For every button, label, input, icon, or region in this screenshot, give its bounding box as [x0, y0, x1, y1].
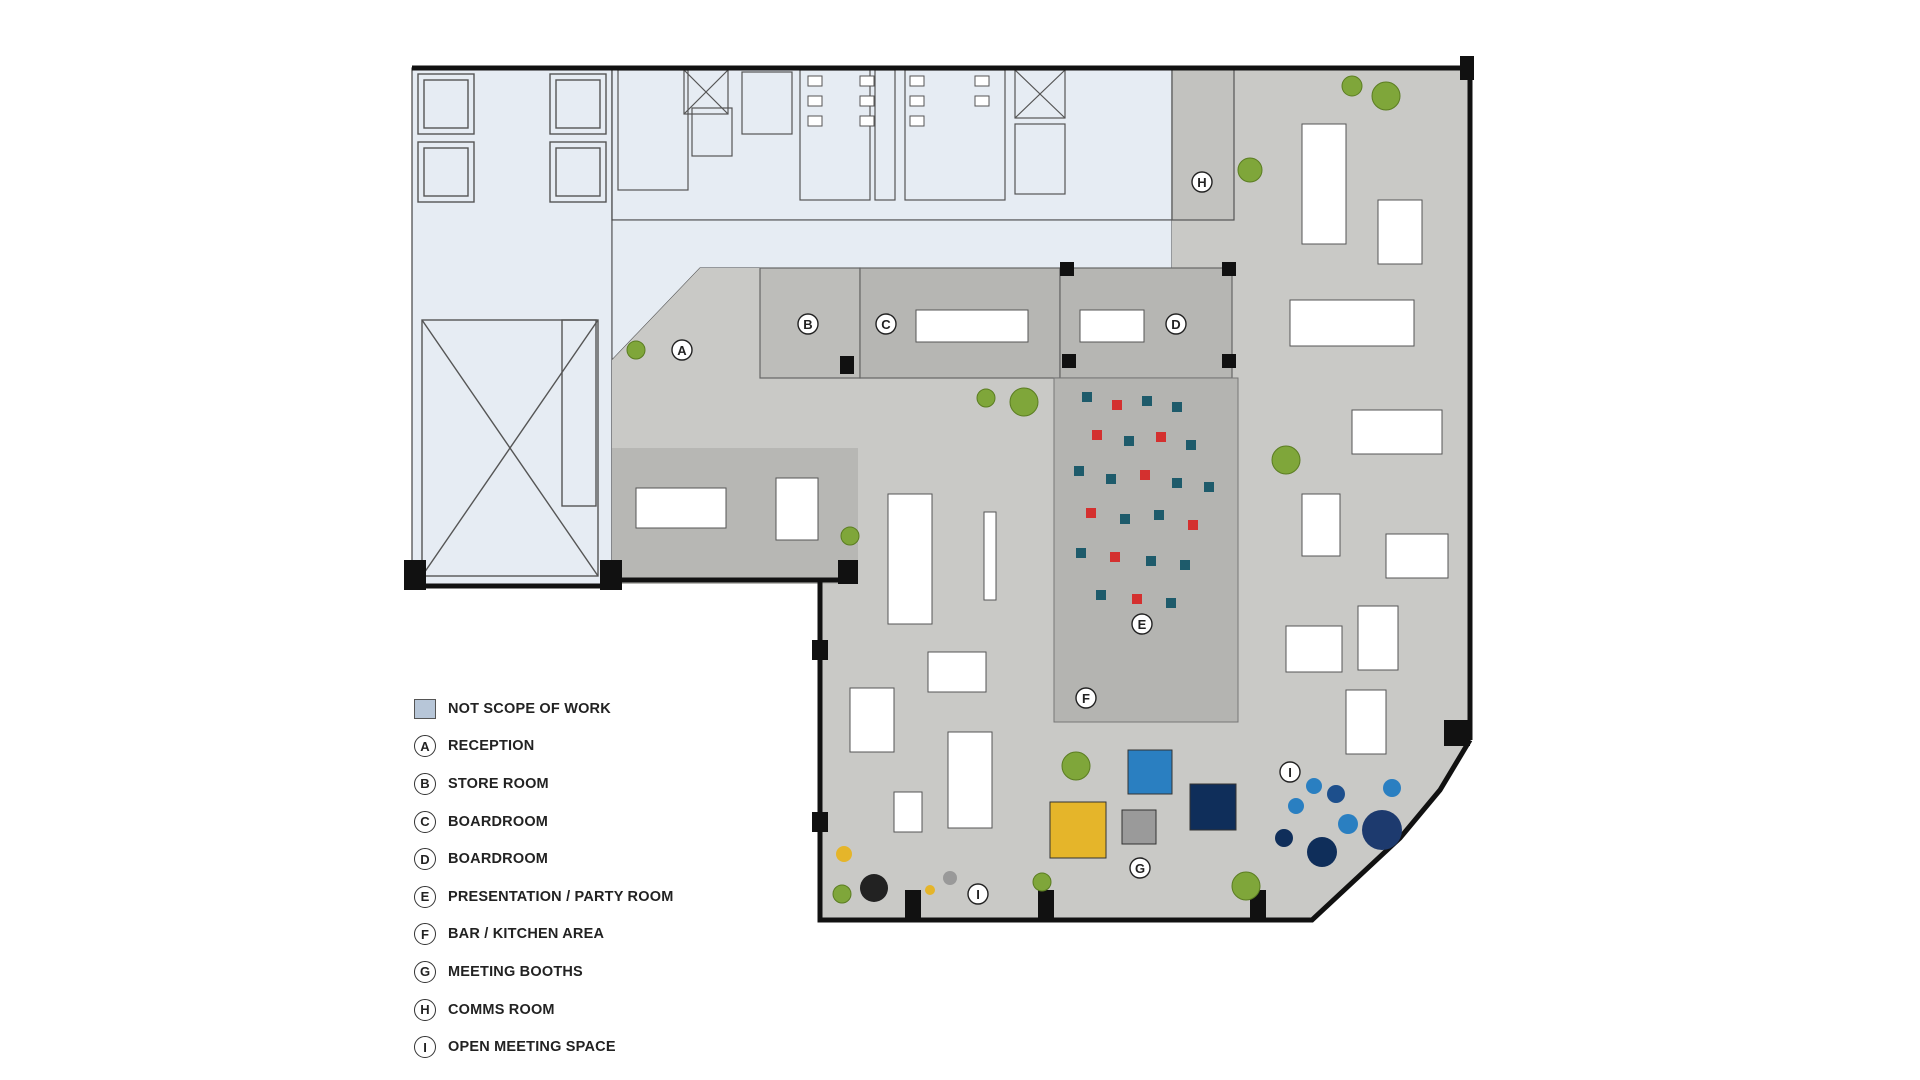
legend-key: A	[414, 735, 436, 758]
legend-key: E	[414, 885, 436, 908]
svg-text:G: G	[1135, 861, 1145, 876]
svg-text:F: F	[1082, 691, 1090, 706]
legend-row-h: H COMMS ROOM	[414, 991, 814, 1029]
legend-label: COMMS ROOM	[448, 1001, 555, 1018]
legend-label: BOARDROOM	[448, 813, 549, 830]
svg-text:H: H	[1197, 175, 1206, 190]
desks	[635, 123, 1449, 833]
legend-label: MEETING BOOTHS	[448, 963, 583, 980]
room-tag-d: D	[1165, 313, 1187, 335]
room-tag-i-1: I	[967, 883, 989, 905]
room-tags: A B C D E F G H I I	[671, 171, 1301, 905]
plants	[626, 75, 1401, 904]
svg-text:A: A	[677, 343, 687, 358]
office-floor	[612, 67, 1470, 920]
legend-row-d: D BOARDROOM	[414, 840, 814, 878]
legend-label: BAR / KITCHEN AREA	[448, 926, 605, 943]
svg-text:I: I	[976, 887, 980, 902]
legend-label: OPEN MEETING SPACE	[448, 1039, 616, 1056]
not-scope-area	[411, 67, 1173, 587]
svg-text:B: B	[803, 317, 812, 332]
not-scope-swatch	[414, 698, 436, 719]
legend-row-f: F BAR / KITCHEN AREA	[414, 916, 814, 954]
room-tag-a: A	[671, 339, 693, 361]
room-tag-e: E	[1131, 613, 1153, 635]
legend-key: G	[414, 960, 436, 983]
legend-label: PRESENTATION / PARTY ROOM	[448, 888, 674, 905]
legend-row-not-scope: NOT SCOPE OF WORK	[414, 690, 814, 728]
legend: NOT SCOPE OF WORK A RECEPTION B STORE RO…	[414, 690, 814, 1066]
meeting-booths	[1049, 749, 1237, 859]
legend-label: STORE ROOM	[448, 775, 549, 792]
legend-row-g: G MEETING BOOTHS	[414, 953, 814, 991]
columns	[404, 56, 1474, 920]
room-tag-i-2: I	[1279, 761, 1301, 783]
legend-label: NOT SCOPE OF WORK	[448, 700, 611, 717]
legend-key: B	[414, 772, 436, 795]
legend-row-e: E PRESENTATION / PARTY ROOM	[414, 878, 814, 916]
legend-key: H	[414, 998, 436, 1021]
svg-text:C: C	[881, 317, 891, 332]
room-tag-g: G	[1129, 857, 1151, 879]
room-tag-c: C	[875, 313, 897, 335]
legend-label: RECEPTION	[448, 738, 535, 755]
legend-row-a: A RECEPTION	[414, 728, 814, 766]
svg-text:D: D	[1171, 317, 1180, 332]
legend-label: BOARDROOM	[448, 851, 549, 868]
legend-key: D	[414, 848, 436, 871]
legend-key: F	[414, 923, 436, 946]
legend-key: I	[414, 1036, 436, 1059]
legend-key: C	[414, 810, 436, 833]
legend-row-i: I OPEN MEETING SPACE	[414, 1028, 814, 1066]
room-tag-b: B	[797, 313, 819, 335]
open-meeting-dots	[836, 778, 1402, 902]
room-tag-f: F	[1075, 687, 1097, 709]
room-tag-h: H	[1191, 171, 1213, 193]
presentation-seating	[1074, 392, 1214, 608]
legend-row-b: B STORE ROOM	[414, 765, 814, 803]
svg-text:I: I	[1288, 765, 1292, 780]
svg-text:E: E	[1138, 617, 1147, 632]
legend-row-c: C BOARDROOM	[414, 803, 814, 841]
